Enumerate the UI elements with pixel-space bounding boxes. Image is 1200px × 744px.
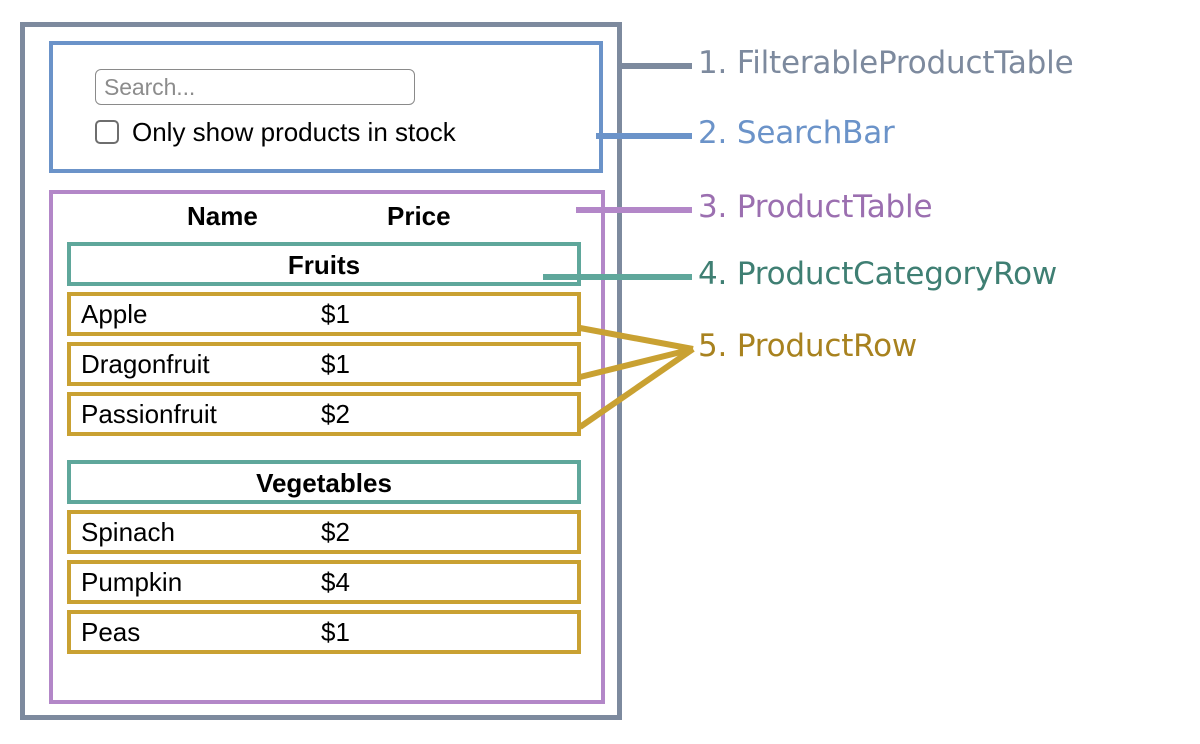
in-stock-filter-row[interactable]: Only show products in stock xyxy=(95,119,456,145)
product-table-header-row: Name Price xyxy=(67,194,581,242)
product-category-row: Fruits xyxy=(67,242,581,286)
product-row[interactable]: Apple $1 xyxy=(67,292,581,336)
product-name: Spinach xyxy=(81,517,175,547)
product-category-row: Vegetables xyxy=(67,460,581,504)
legend-number: 3. xyxy=(698,189,737,225)
legend-number: 4. xyxy=(698,256,737,292)
search-input-placeholder: Search... xyxy=(104,73,196,100)
product-row[interactable]: Peas $1 xyxy=(67,610,581,654)
product-price: $2 xyxy=(321,399,350,429)
product-row[interactable]: Pumpkin $4 xyxy=(67,560,581,604)
product-category-label: Vegetables xyxy=(256,468,392,498)
product-row[interactable]: Passionfruit $2 xyxy=(67,392,581,436)
legend-number: 2. xyxy=(698,115,737,151)
legend-number: 5. xyxy=(698,328,737,364)
product-row[interactable]: Spinach $2 xyxy=(67,510,581,554)
product-table-container: Name Price Fruits Apple $1 Dragonfruit $… xyxy=(49,190,605,704)
legend-item-filterable-product-table: 1. FilterableProductTable xyxy=(698,45,1074,81)
product-name: Passionfruit xyxy=(81,399,217,429)
product-price: $4 xyxy=(321,567,350,597)
legend-name: ProductRow xyxy=(736,328,918,364)
legend-item-product-row: 5. ProductRow xyxy=(698,331,917,362)
legend-name: FilterableProductTable xyxy=(736,45,1074,81)
search-input[interactable]: Search... xyxy=(95,69,415,105)
column-header-name: Name xyxy=(187,201,258,231)
column-header-price: Price xyxy=(387,201,451,231)
legend-name: SearchBar xyxy=(736,115,895,151)
search-bar-container: Search... Only show products in stock xyxy=(49,41,603,173)
legend-item-product-category-row: 4. ProductCategoryRow xyxy=(698,259,1057,290)
legend-name: ProductTable xyxy=(736,189,933,225)
in-stock-checkbox-label: Only show products in stock xyxy=(132,117,456,147)
product-name: Peas xyxy=(81,617,141,647)
product-row[interactable]: Dragonfruit $1 xyxy=(67,342,581,386)
legend-item-product-table: 3. ProductTable xyxy=(698,189,933,225)
product-table: Name Price Fruits Apple $1 Dragonfruit $… xyxy=(67,194,581,660)
legend-item-search-bar: 2. SearchBar xyxy=(698,118,895,149)
legend-number: 1. xyxy=(698,45,737,81)
section-spacer xyxy=(67,442,581,460)
product-name: Dragonfruit xyxy=(81,349,210,379)
product-price: $1 xyxy=(321,617,350,647)
in-stock-checkbox[interactable] xyxy=(95,120,119,144)
product-price: $1 xyxy=(321,299,350,329)
filterable-product-table-container: Search... Only show products in stock Na… xyxy=(20,22,622,720)
product-name: Pumpkin xyxy=(81,567,183,597)
product-price: $2 xyxy=(321,517,350,547)
product-category-label: Fruits xyxy=(287,250,361,280)
product-name: Apple xyxy=(81,299,148,329)
legend-name: ProductCategoryRow xyxy=(736,256,1058,292)
product-price: $1 xyxy=(321,349,350,379)
